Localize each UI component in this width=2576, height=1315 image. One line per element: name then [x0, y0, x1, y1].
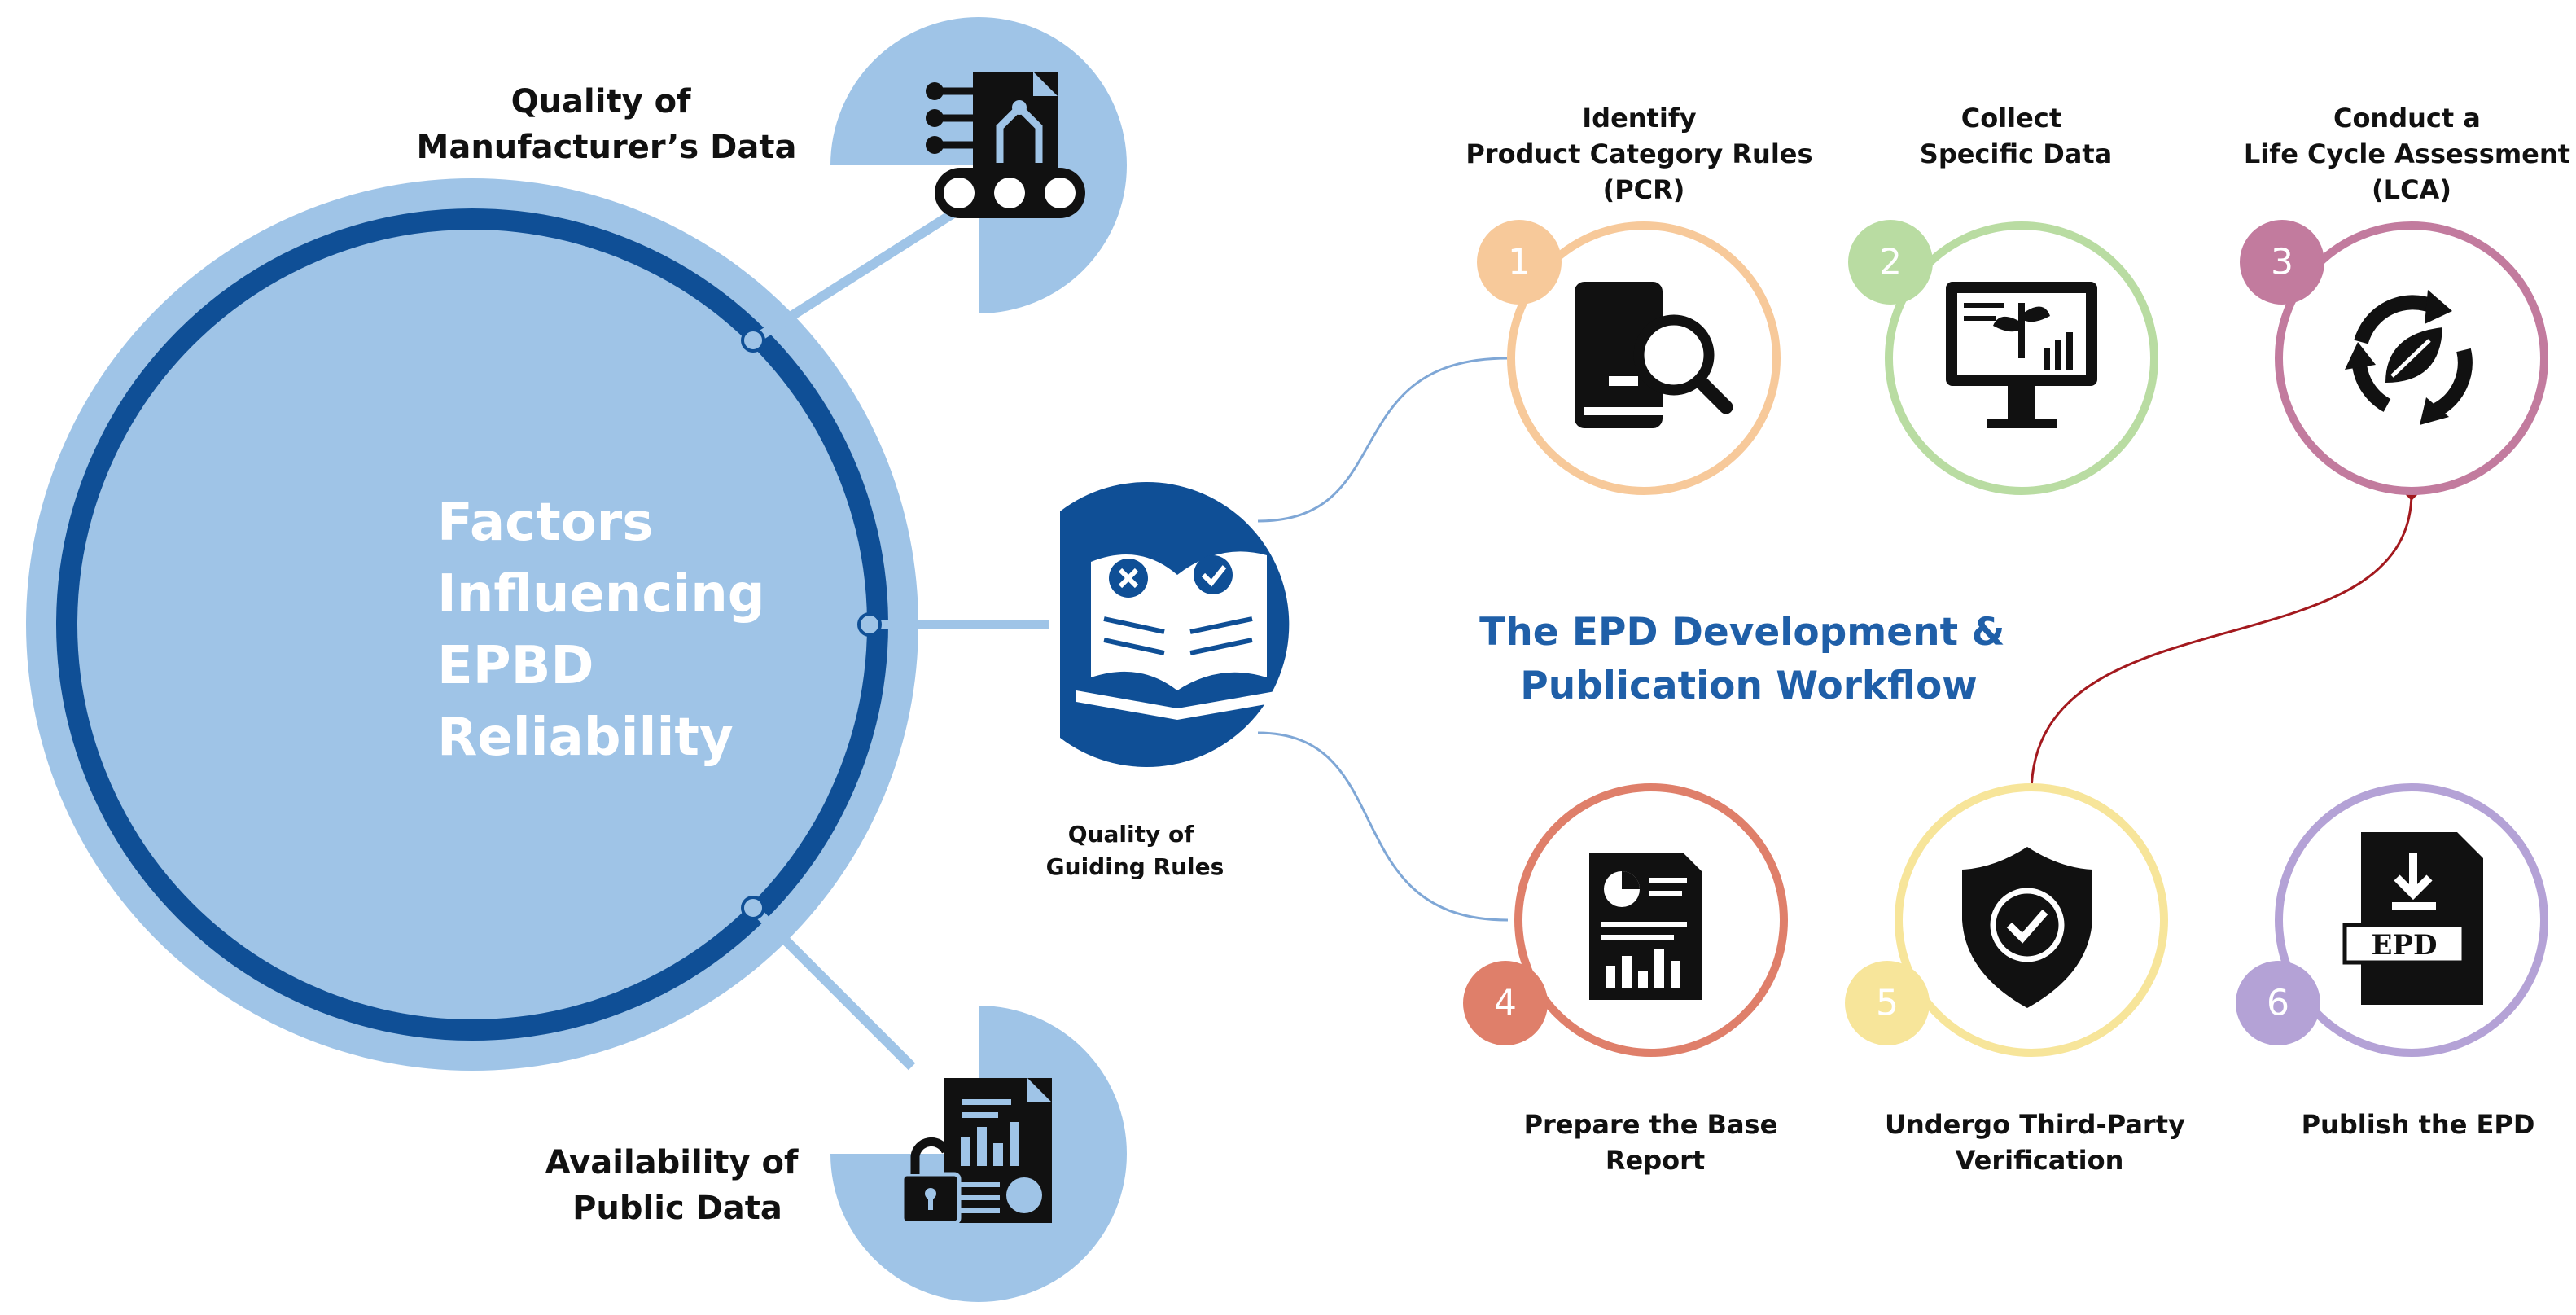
workflow-step-5: 5 Undergo Third-Party Verification: [1845, 783, 2194, 1176]
step-label: Conduct a Life Cycle Assessment (LCA): [2244, 103, 2576, 205]
step-label: Identify Product Category Rules (PCR): [1465, 103, 1821, 205]
factor-public-data: Availability of Public Data: [545, 1006, 1127, 1302]
unlocked-report-icon: [900, 1078, 1052, 1225]
step-number: 4: [1494, 983, 1517, 1024]
open-book-checklist-icon: [1076, 551, 1280, 720]
factor-manufacturer-data: Quality of Manufacturer’s Data: [417, 17, 1127, 313]
manufacturing-robot-icon: [926, 72, 1085, 218]
book-magnifier-icon: [1575, 282, 1733, 428]
workflow-step-4: 4 Prepare the Base Report: [1463, 783, 1788, 1176]
step-label: Collect Specific Data: [1920, 103, 2112, 169]
epd-download-icon: EPD: [2342, 832, 2483, 1005]
step-number: 6: [2267, 983, 2289, 1024]
central-title: Factors Influencing EPBD Reliability: [437, 493, 783, 768]
step-label: Publish the EPD: [2302, 1109, 2535, 1140]
step-number: 2: [1879, 242, 1902, 283]
shield-check-icon: [1962, 847, 2092, 1008]
step-number: 5: [1876, 983, 1899, 1024]
workflow-step-2: 2 Collect Specific Data: [1848, 103, 2158, 495]
report-document-icon: [1589, 853, 1702, 1000]
factor-guiding-rules: Quality of Guiding Rules: [1046, 482, 1290, 880]
recycle-leaf-icon: [2345, 290, 2473, 425]
step-number: 3: [2271, 242, 2293, 283]
step-label: Undergo Third-Party Verification: [1885, 1109, 2194, 1176]
monitor-plant-icon: [1946, 282, 2097, 428]
factor-manufacturer-label: Quality of Manufacturer’s Data: [417, 83, 797, 166]
svg-text:EPD: EPD: [2372, 929, 2438, 962]
factor-public-data-label: Availability of Public Data: [545, 1144, 810, 1227]
step-label: Prepare the Base Report: [1524, 1109, 1787, 1176]
workflow-step-6: 6 EPD Publish the EPD: [2236, 783, 2548, 1140]
factor-connectors: [741, 201, 1049, 1071]
workflow-step-3: 3 Conduct a Life Cycle Assessment (LCA): [2240, 103, 2576, 495]
step-number: 1: [1508, 242, 1531, 283]
factor-guiding-rules-label: Quality of Guiding Rules: [1046, 821, 1224, 880]
workflow-step-1: 1 Identify Product Category Rules (PCR): [1465, 103, 1821, 495]
workflow-title: The EPD Development & Publication Workfl…: [1479, 610, 2018, 708]
